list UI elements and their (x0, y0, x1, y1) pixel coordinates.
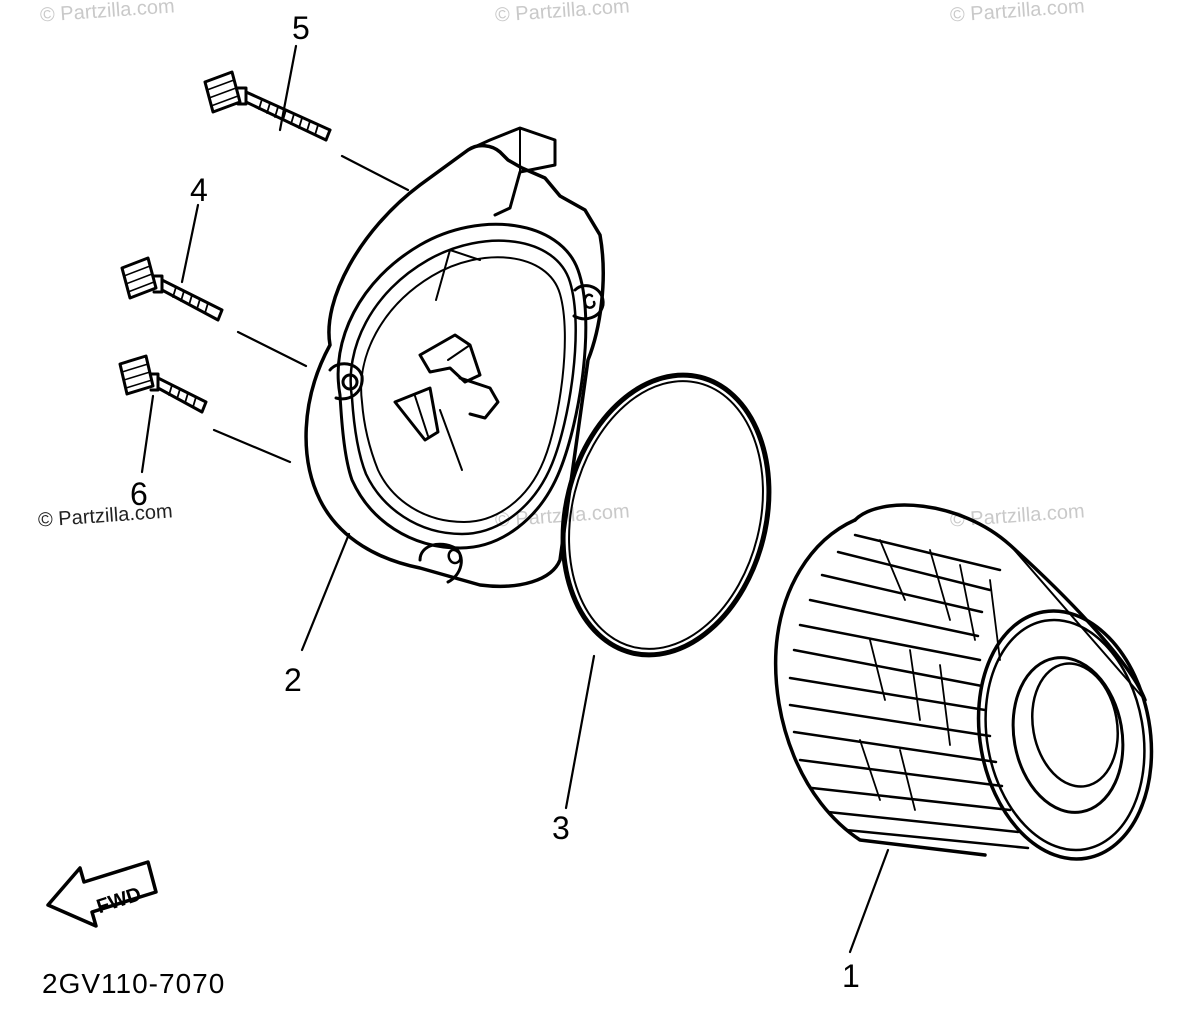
bolt-4 (120, 256, 224, 322)
callout-2: 2 (284, 662, 302, 698)
callout-1: 1 (842, 958, 860, 994)
callout-3: 3 (552, 810, 570, 846)
bolt-5 (203, 70, 332, 142)
callout-4: 4 (190, 172, 208, 208)
callout-5: 5 (292, 10, 310, 46)
o-ring (560, 372, 772, 658)
callout-6: 6 (130, 476, 148, 512)
diagram-code: 2GV110-7070 (42, 968, 226, 999)
oil-filter-element (773, 503, 1154, 861)
bolt-axis-lines (212, 154, 410, 464)
bolt-6 (118, 354, 208, 414)
forward-arrow-icon (46, 860, 158, 928)
callout-leaders (140, 44, 890, 954)
filter-cover (304, 126, 605, 588)
